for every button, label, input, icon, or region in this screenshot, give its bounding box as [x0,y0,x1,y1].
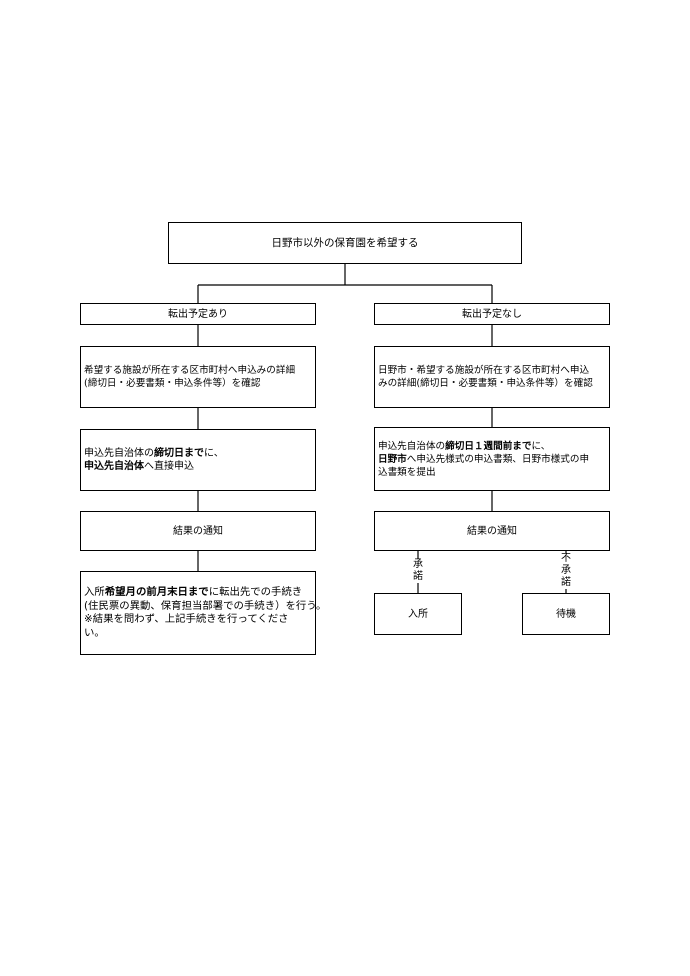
right-step2-line2-post: へ申込先様式の申込書類、日野市様式の申 [406,453,590,465]
left-step1-line1: 希望する施設が所在する区市町村へ申込みの詳細 [84,365,296,376]
rejected-edge-char1: 不 [561,553,571,564]
right-header-node: 転出予定なし [374,303,610,325]
rejected-edge-char3: 諾 [561,577,571,588]
right-step1-line1: 日野市・希望する施設が所在する区市町村へ申込 [378,365,590,376]
right-step2-line1: 申込先自治体の締切日１週間前までに、 [378,440,606,453]
left-final-line4: い。 [84,626,105,639]
left-final-line1-bold: 希望月の前月末日まで [104,586,209,598]
right-step1-line2: みの詳細(締切日・必要書類・申込条件等）を確認 [378,378,593,389]
left-result-node: 結果の通知 [80,511,316,551]
left-final-line2: (住民票の異動、保育担当部署での手続き）を行う。 [84,599,327,612]
left-step2-line1-bold: 締切日まで [154,448,204,459]
right-step1-node: 日野市・希望する施設が所在する区市町村へ申込 みの詳細(締切日・必要書類・申込条… [374,346,610,408]
left-result-label: 結果の通知 [173,525,223,537]
left-step2-line1-post: に、 [204,448,224,459]
approved-node-label: 入所 [408,608,428,620]
right-step2-line2-bold: 日野市 [378,453,407,465]
approved-edge-char1: 承 [413,559,423,570]
left-final-node: 入所希望月の前月末日までに転出先での手続き (住民票の異動、保育担当部署での手続… [80,571,327,655]
rejected-edge-label: 不 承 諾 [559,553,573,589]
right-step2-line2: 日野市へ申込先様式の申込書類、日野市様式の申 [378,453,606,466]
left-final-line1-pre: 入所 [84,586,105,598]
left-header-node: 転出予定あり [80,303,316,325]
right-step2-line1-post: に、 [531,440,551,452]
left-step1-node: 希望する施設が所在する区市町村へ申込みの詳細 (締切日・必要書類・申込条件等）を… [80,346,316,408]
left-step2-line1: 申込先自治体の締切日までに、 [84,447,312,460]
right-header-label: 転出予定なし [462,308,522,320]
rejected-node-label: 待機 [556,608,576,620]
right-step2-line3: 込書類を提出 [378,466,436,478]
top-node: 日野市以外の保育園を希望する [168,222,522,264]
left-step2-node: 申込先自治体の締切日までに、 申込先自治体へ直接申込 [80,429,316,491]
left-final-line1: 入所希望月の前月末日までに転出先での手続き [84,586,312,600]
right-step2-node: 申込先自治体の締切日１週間前までに、 日野市へ申込先様式の申込書類、日野市様式の… [374,427,610,491]
right-step2-line1-bold: 締切日１週間前まで [445,440,532,452]
top-node-label: 日野市以外の保育園を希望する [271,236,419,249]
left-final-line1-post: に転出先での手続き [208,586,303,598]
left-step2-line2: 申込先自治体へ直接申込 [84,460,312,473]
rejected-edge-char2: 承 [561,565,571,576]
approved-edge-char2: 諾 [413,571,423,582]
left-step1-line2: (締切日・必要書類・申込条件等）を確認 [84,378,261,389]
left-step2-line1-pre: 申込先自治体の [84,448,154,459]
left-final-line3: ※結果を問わず、上記手続きを行ってくださ [84,613,289,625]
left-header-label: 転出予定あり [168,308,228,320]
left-step2-line2-post: へ直接申込 [144,461,194,472]
right-result-label: 結果の通知 [467,525,517,537]
approved-node: 入所 [374,593,462,635]
rejected-node: 待機 [522,593,610,635]
approved-edge-label: 承 諾 [411,559,425,583]
right-result-node: 結果の通知 [374,511,610,551]
left-step2-line2-bold: 申込先自治体 [84,461,144,472]
right-step2-line1-pre: 申込先自治体の [378,440,446,452]
